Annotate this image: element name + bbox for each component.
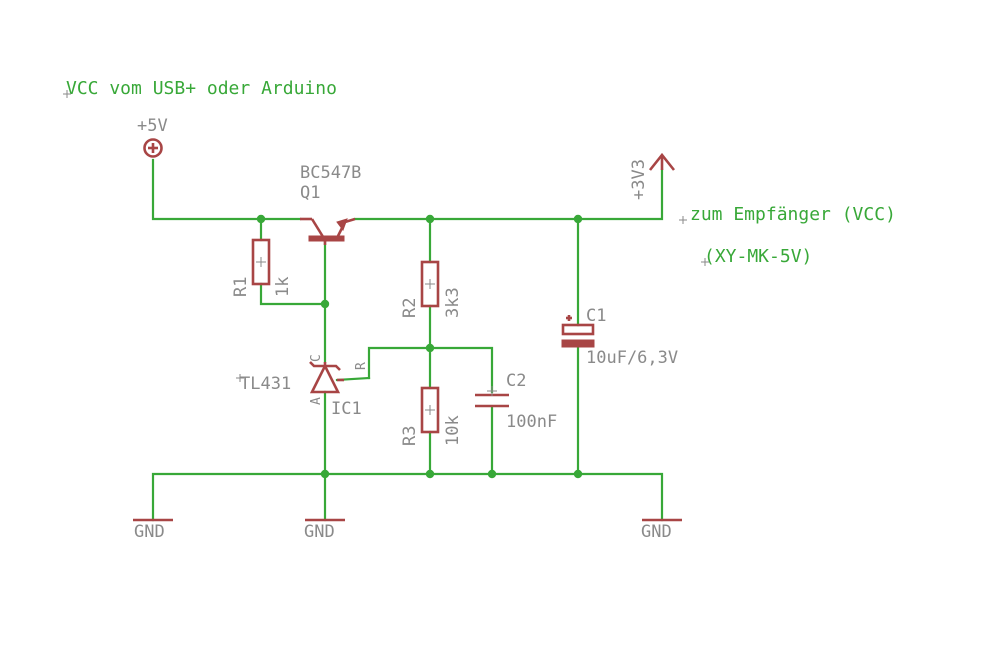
- origin-marks: [63, 90, 709, 382]
- junction: [573, 214, 583, 224]
- r3-value: 10k: [443, 415, 463, 446]
- junction: [425, 343, 435, 353]
- supply-3v3-symbol: +3V3: [629, 152, 676, 200]
- wire-gnd-rail: [151, 472, 664, 522]
- junction: [320, 299, 330, 309]
- supply-3v3-label: +3V3: [629, 159, 649, 200]
- r2-value: 3k3: [443, 287, 463, 318]
- ic1-pin-c: C: [309, 354, 324, 362]
- junction: [425, 469, 435, 479]
- transistor-q1: BC547B Q1: [300, 163, 361, 245]
- junction: [425, 214, 435, 224]
- resistor-r3: R3 10k: [400, 386, 463, 446]
- ic1-name: IC1: [331, 399, 362, 419]
- gnd-symbol-left: GND: [133, 518, 173, 542]
- junctions: [256, 214, 583, 479]
- note-receiver-model: (XY-MK-5V): [704, 246, 812, 267]
- capacitor-c1: C1 10uF/6,3V: [561, 306, 678, 368]
- wire-r1-bottom: [259, 282, 327, 306]
- wire-5v-to-rail: [151, 158, 302, 221]
- gnd-symbol-right: GND: [641, 518, 682, 542]
- junction: [320, 469, 330, 479]
- supply-5v-symbol: +5V: [137, 116, 168, 158]
- c2-name: C2: [506, 371, 526, 391]
- ic1-pin-r: R: [354, 362, 369, 370]
- ic1-pin-a: A: [309, 397, 324, 405]
- note-vcc-source: VCC vom USB+ oder Arduino: [66, 78, 337, 99]
- c2-value: 100nF: [506, 412, 557, 432]
- q1-value: BC547B: [300, 163, 361, 183]
- r1-value: 1k: [273, 277, 293, 297]
- ic1-value: TL431: [240, 374, 291, 394]
- r3-name: R3: [400, 426, 420, 446]
- c1-value: 10uF/6,3V: [586, 348, 678, 368]
- r1-name: R1: [231, 277, 251, 297]
- junction: [573, 469, 583, 479]
- gnd-label-right: GND: [641, 522, 672, 542]
- resistor-r2: R2 3k3: [400, 260, 463, 318]
- gnd-symbol-center: GND: [304, 518, 345, 542]
- capacitor-c2: C2 100nF: [475, 371, 557, 432]
- gnd-label-center: GND: [304, 522, 335, 542]
- junction: [487, 469, 497, 479]
- q1-name: Q1: [300, 183, 320, 203]
- shunt-regulator-ic1: TL431 IC1 A C R: [240, 354, 369, 419]
- r2-name: R2: [400, 298, 420, 318]
- c1-name: C1: [586, 306, 606, 326]
- gnd-label-left: GND: [134, 522, 165, 542]
- resistor-r1: R1 1k: [231, 238, 293, 297]
- wire-top-rail: [353, 168, 664, 221]
- note-to-receiver: zum Empfänger (VCC): [690, 204, 896, 225]
- junction: [256, 214, 266, 224]
- supply-5v-label: +5V: [137, 116, 168, 136]
